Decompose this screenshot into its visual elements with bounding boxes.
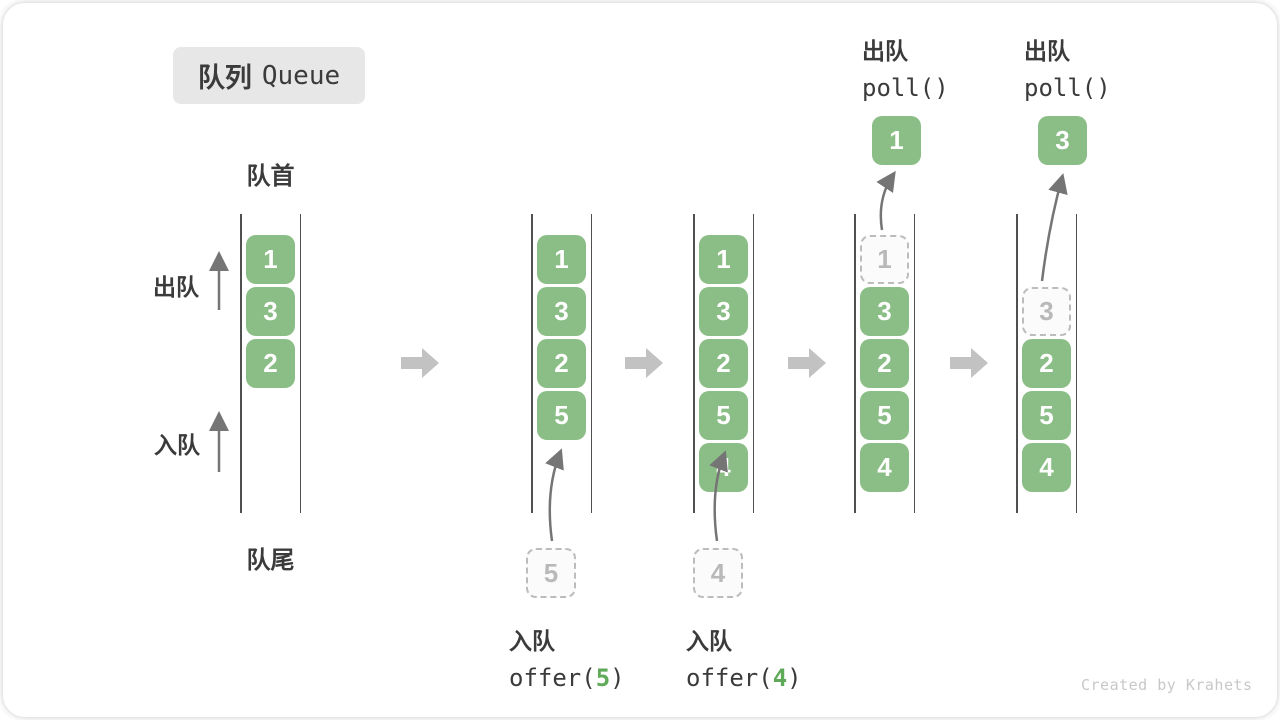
operation-action: 入队 [686,628,732,654]
dequeue-popped-box: 3 [1038,116,1087,165]
operation-action: 出队 [862,38,908,64]
queue-item: 2 [537,339,586,388]
next-state-arrow-icon [401,348,439,378]
operation-poll-2: 出队 poll() [1024,32,1111,102]
title-en: Queue [261,60,341,91]
title-zh: 队列 [197,63,252,93]
queue-item: 4 [699,443,748,492]
queue-wall [299,214,301,513]
queue-item: 3 [537,287,586,336]
queue-item: 1 [699,235,748,284]
next-state-arrow-icon [788,348,826,378]
queue-item: 3 [246,287,295,336]
operation-code: poll() [1024,74,1111,102]
queue-wall [590,214,592,513]
queue-item: 2 [860,339,909,388]
queue-rear-label: 队尾 [246,547,295,574]
queue-wall [1016,214,1018,513]
queue-item: 2 [246,339,295,388]
queue-item: 2 [699,339,748,388]
queue-wall [531,214,533,513]
operation-code: offer(4) [686,664,802,692]
enqueue-pending-box: 5 [526,548,576,598]
operation-action: 入队 [509,628,555,654]
queue-wall [854,214,856,513]
dequeue-popped-box: 1 [872,116,921,165]
arrows-overlay [209,170,1068,542]
queue-item: 3 [860,287,909,336]
operation-code: poll() [862,74,949,102]
queue-wall [240,214,242,513]
queue-item: 5 [1022,391,1071,440]
operation-action: 出队 [1024,38,1070,64]
queue-item: 1 [537,235,586,284]
enqueue-direction-label: 入队 [154,432,200,458]
queue-wall [1075,214,1077,513]
queue-item: 2 [1022,339,1071,388]
next-state-arrow-icon [950,348,988,378]
watermark: Created by Krahets [1081,676,1253,694]
diagram-title: 队列 Queue [173,47,365,104]
queue-front-label: 队首 [246,163,295,190]
queue-item-removed: 1 [860,235,909,284]
queue-item: 3 [699,287,748,336]
queue-item: 5 [699,391,748,440]
enqueue-pending-box: 4 [693,548,743,598]
operation-offer-4: 入队 offer(4) [686,622,802,692]
operation-code: offer(5) [509,664,625,692]
queue-item: 5 [537,391,586,440]
queue-item-removed: 3 [1022,287,1071,336]
queue-item: 4 [1022,443,1071,492]
queue-wall [752,214,754,513]
queue-wall [913,214,915,513]
operation-offer-5: 入队 offer(5) [509,622,625,692]
queue-item: 4 [860,443,909,492]
queue-wall [693,214,695,513]
queue-item: 1 [246,235,295,284]
operation-poll-1: 出队 poll() [862,32,949,102]
dequeue-direction-label: 出队 [153,274,199,300]
next-state-arrow-icon [625,348,663,378]
queue-item: 5 [860,391,909,440]
